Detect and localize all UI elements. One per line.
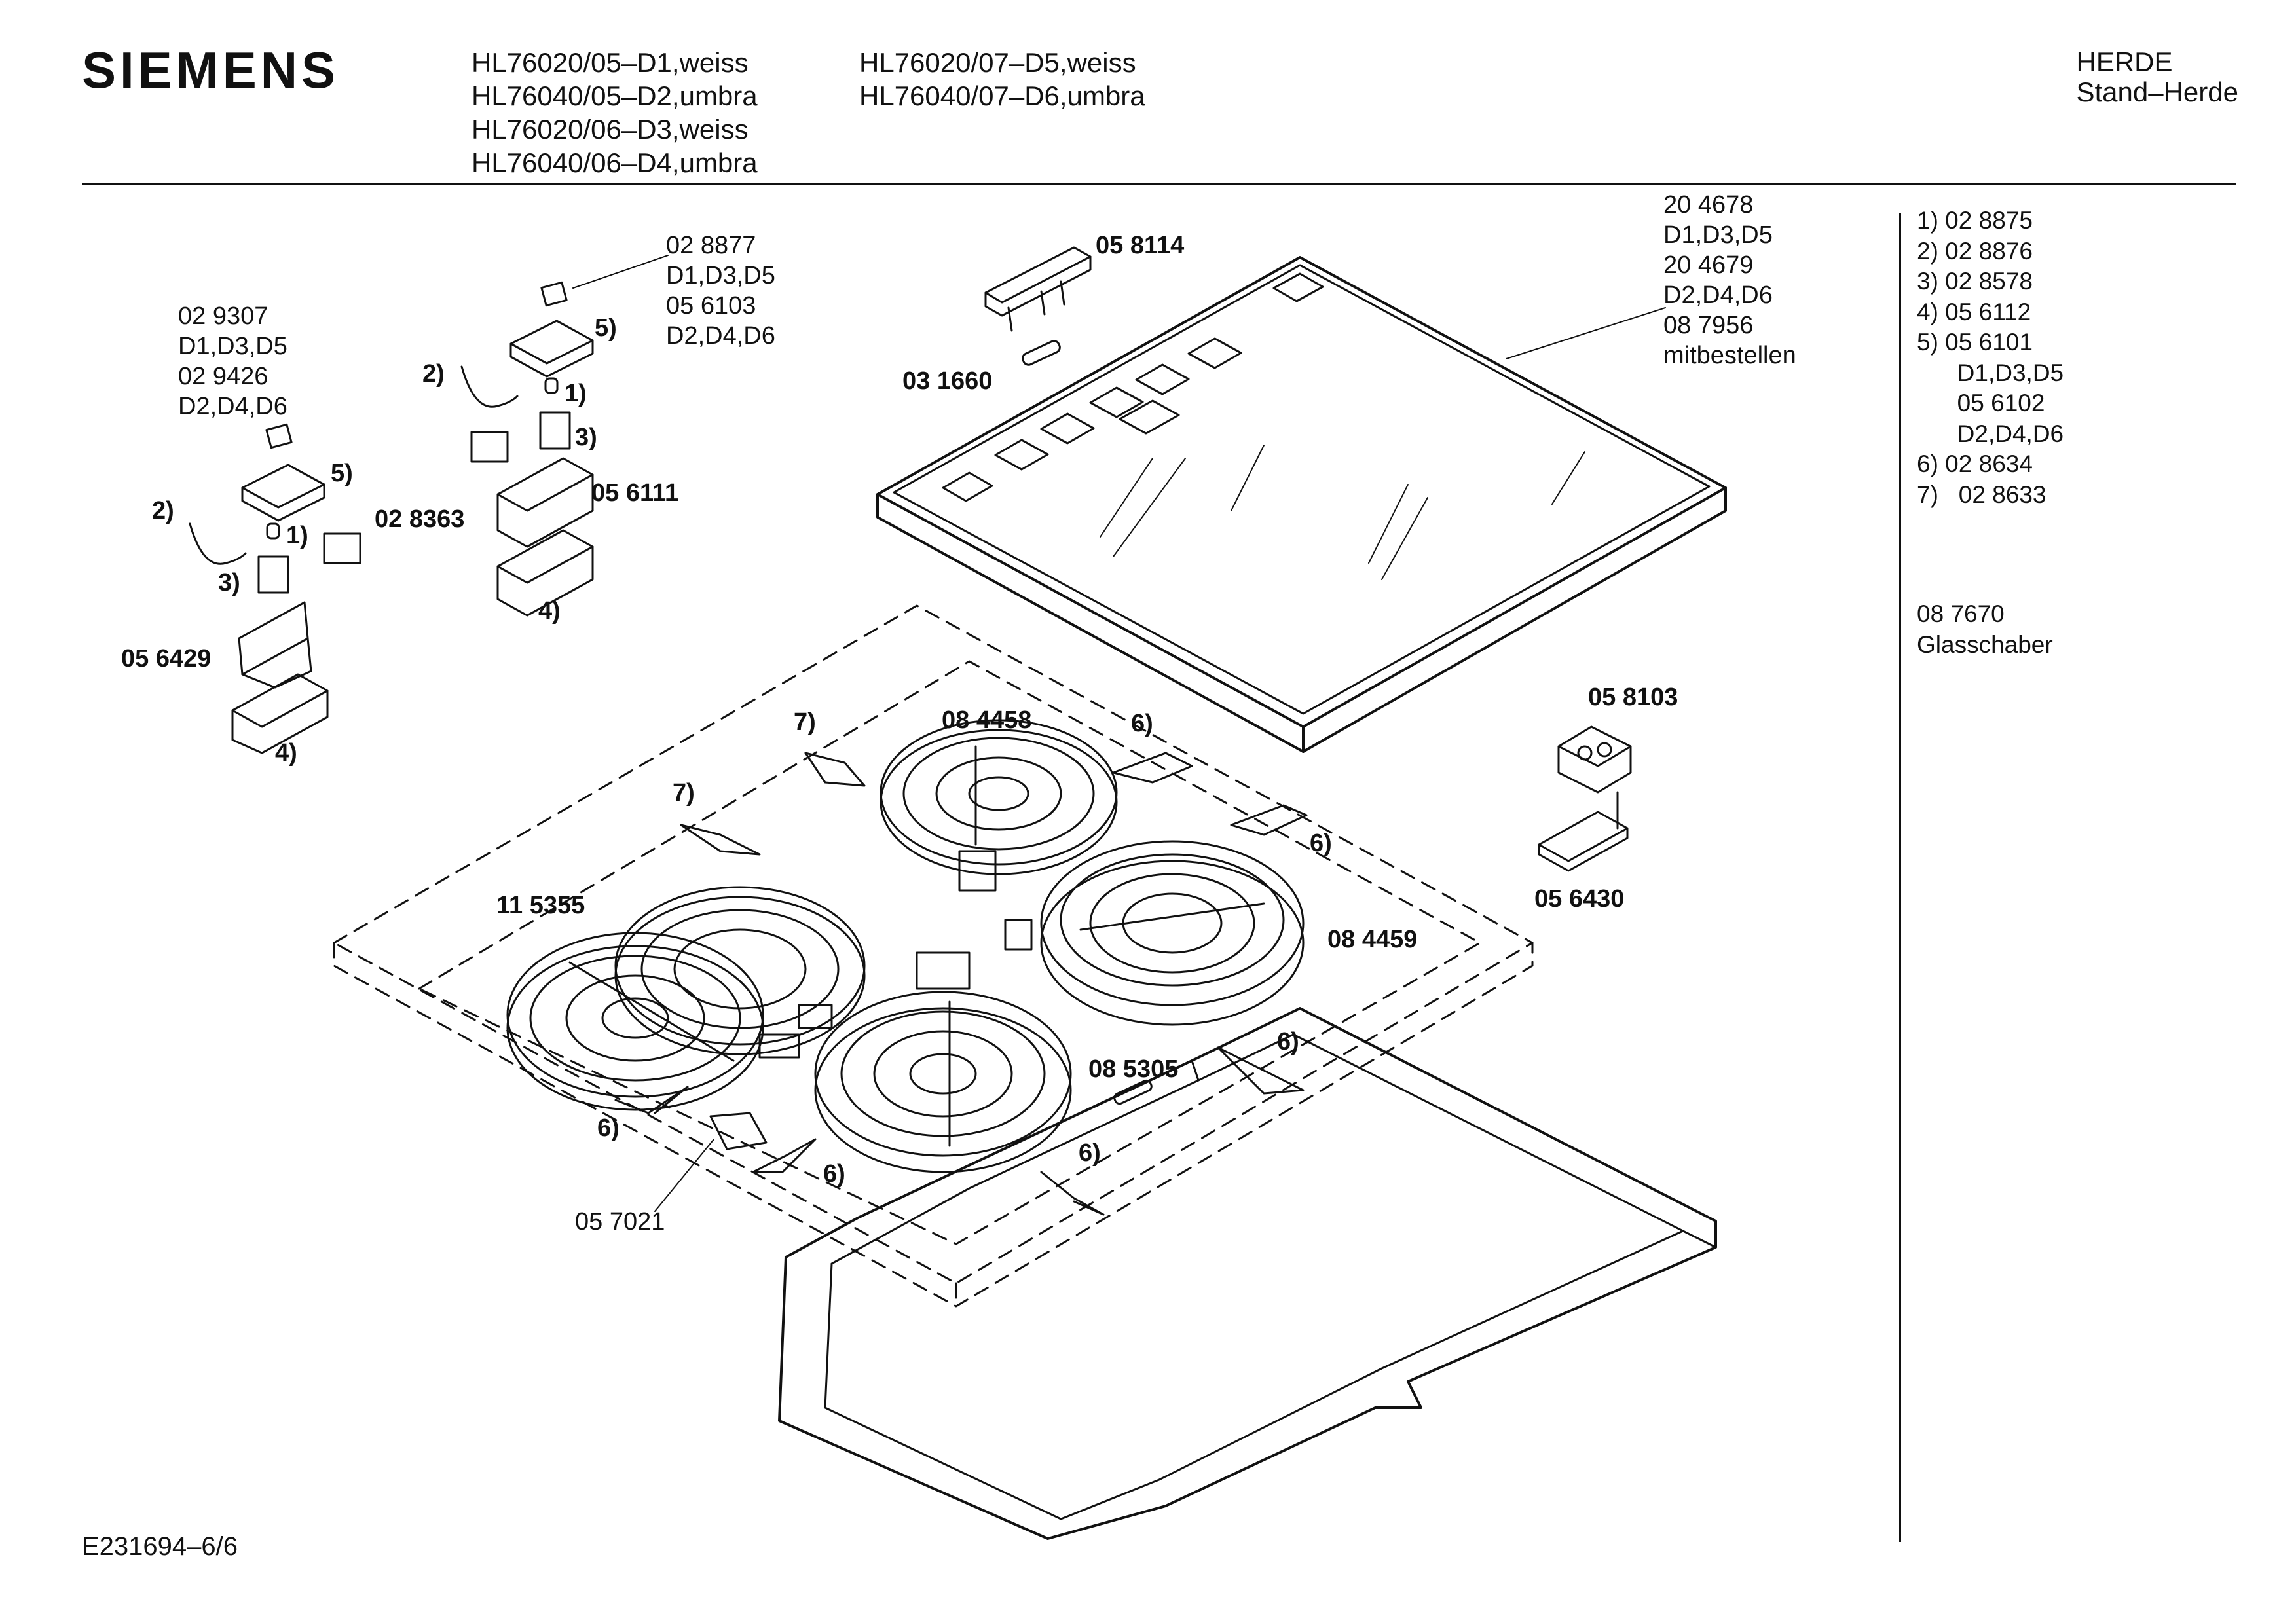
legend-item: D1,D3,D5 (1917, 359, 2064, 386)
callout-1: 1) (286, 522, 308, 549)
part-label-115355: 11 5355 (496, 892, 585, 919)
part-label-031660: 03 1660 (902, 367, 993, 395)
burner-084459 (1004, 840, 1305, 1026)
callout-7: 7) (794, 708, 816, 736)
brand-logo: SIEMENS (82, 41, 340, 99)
callout-7: 7) (673, 779, 695, 807)
callout-6: 6) (823, 1160, 845, 1188)
legend-item: 3) 02 8578 (1917, 268, 2033, 295)
category-block: HERDE Stand–Herde (2076, 47, 2238, 107)
category-subtitle: Stand–Herde (2076, 77, 2238, 107)
part-label-204679: 20 4679 (1663, 251, 1754, 279)
extra-accessory: 08 7670 Glasschaber (1917, 599, 2053, 660)
accessory-name: Glasschaber (1917, 631, 2053, 658)
part-label-087956: 08 7956 (1663, 312, 1754, 339)
legend-item: 05 6102 (1917, 390, 2045, 416)
callout-1: 1) (565, 380, 587, 407)
part-label-056111: 05 6111 (591, 479, 679, 507)
bottom-support-frame (778, 1007, 1717, 1540)
part-label-029426: 02 9426 (178, 363, 268, 390)
callout-6: 6) (1079, 1139, 1101, 1167)
callout-5: 5) (595, 314, 617, 342)
part-label-028363: 02 8363 (375, 505, 465, 533)
accessory-code: 08 7670 (1917, 600, 2005, 627)
part-variant: D2,D4,D6 (1663, 282, 1773, 309)
callout-2: 2) (422, 360, 445, 388)
part-label-085305: 08 5305 (1088, 1055, 1179, 1083)
callout-6: 6) (597, 1114, 620, 1142)
category-title: HERDE (2076, 46, 2173, 77)
part-label-058114: 05 8114 (1096, 232, 1185, 259)
part-label-056429: 05 6429 (121, 645, 212, 672)
part-variant: D1,D3,D5 (1663, 221, 1773, 249)
callout-2: 2) (152, 497, 174, 524)
legend-item: 7) 02 8633 (1917, 481, 2046, 508)
model-list-1: HL76020/05–D1,weiss HL76040/05–D2,umbra … (472, 46, 758, 179)
part-label-058103: 05 8103 (1588, 684, 1678, 711)
header-rule (82, 183, 2236, 185)
part-note: mitbestellen (1663, 342, 1796, 369)
model-line: HL76020/07–D5,weiss (859, 47, 1136, 78)
part-variant: D2,D4,D6 (666, 322, 775, 350)
control-switch-assembly (189, 255, 669, 754)
callout-6: 6) (1277, 1028, 1299, 1055)
drawing-number: E231694–6/6 (82, 1532, 238, 1561)
model-line: HL76020/05–D1,weiss (472, 47, 749, 78)
part-variant: D2,D4,D6 (178, 393, 287, 420)
model-line: HL76020/06–D3,weiss (472, 114, 749, 145)
ceramic-glass-top (876, 256, 1727, 753)
callout-3: 3) (575, 424, 597, 451)
legend-item: 5) 05 6101 (1917, 329, 2033, 356)
legend-item: 6) 02 8634 (1917, 450, 2033, 477)
callout-3: 3) (218, 569, 240, 596)
control-strip (984, 246, 1092, 366)
part-label-029307: 02 9307 (178, 302, 268, 330)
burner-front-right (814, 951, 1072, 1173)
part-label-204678: 20 4678 (1663, 191, 1754, 219)
model-line: HL76040/06–D4,umbra (472, 147, 758, 178)
legend-item: 4) 05 6112 (1917, 298, 2031, 325)
mounting-clips (614, 752, 1308, 1216)
callout-4: 4) (275, 739, 297, 767)
terminal-block-058103 (1538, 725, 1632, 872)
model-list-2: HL76020/07–D5,weiss HL76040/07–D6,umbra (859, 46, 1145, 113)
dashed-housing (333, 604, 1534, 1308)
part-label-028877: 02 8877 (666, 232, 756, 259)
callout-6: 6) (1131, 710, 1153, 737)
part-label-084458: 08 4458 (942, 706, 1032, 734)
model-line: HL76040/07–D6,umbra (859, 81, 1145, 111)
part-label-056430: 05 6430 (1534, 885, 1625, 913)
part-variant: D1,D3,D5 (178, 333, 287, 360)
part-label-084459: 08 4459 (1327, 926, 1418, 953)
callout-5: 5) (331, 460, 353, 487)
callout-6: 6) (1310, 830, 1332, 857)
model-line: HL76040/05–D2,umbra (472, 81, 758, 111)
parts-legend: 1) 02 8875 2) 02 8876 3) 02 8578 4) 05 6… (1917, 206, 2064, 510)
callout-4: 4) (538, 597, 561, 625)
legend-item: 2) 02 8876 (1917, 237, 2033, 265)
legend-item: 1) 02 8875 (1917, 207, 2033, 234)
legend-item: D2,D4,D6 (1917, 420, 2064, 447)
part-label-056103: 05 6103 (666, 292, 756, 320)
part-label-057021: 05 7021 (575, 1208, 665, 1236)
burner-115355 (506, 886, 866, 1111)
part-variant: D1,D3,D5 (666, 262, 775, 289)
legend-divider (1899, 213, 1901, 1542)
burner-084458 (880, 719, 1118, 892)
